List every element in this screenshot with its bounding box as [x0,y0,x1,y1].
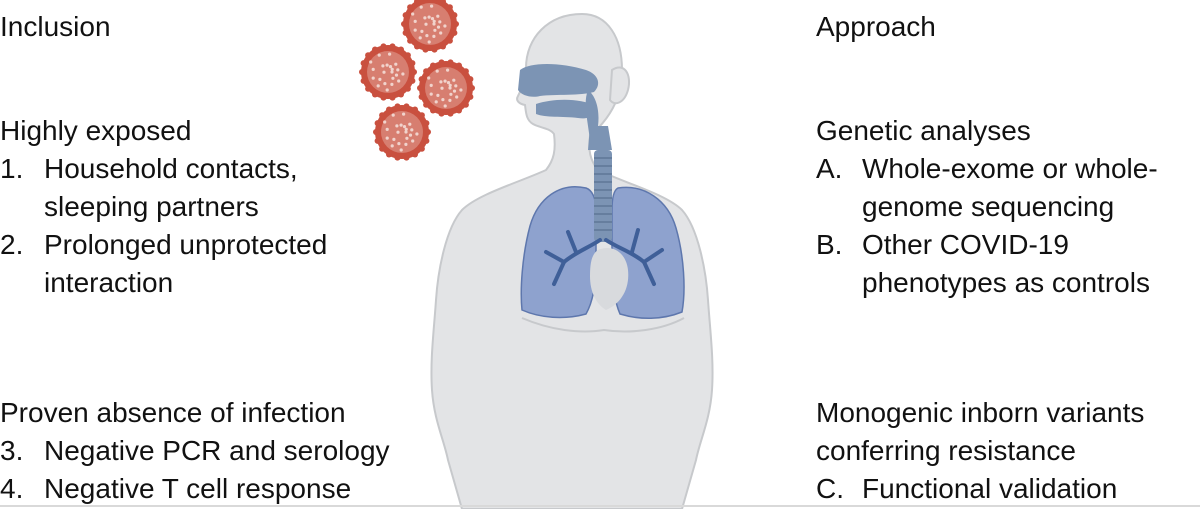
virus-icon [401,0,459,53]
item-4-marker: 4. [0,473,24,504]
item-c-text: Functional validation [862,473,1118,504]
diaphragm [521,317,685,333]
item-b-marker: B. [816,229,843,260]
virus-icon [417,59,475,117]
item-a-marker: A. [816,153,843,184]
item-2-line-2: interaction [44,267,174,298]
item-a-line-1: Whole-exome or whole- [862,153,1158,184]
item-b-line-2: phenotypes as controls [862,267,1150,298]
absence-of-infection-title: Proven absence of infection [0,397,346,428]
item-1-line-1: Household contacts, [44,153,298,184]
item-2-line-1: Prolonged unprotected [44,229,328,260]
highly-exposed-title: Highly exposed [0,115,192,146]
item-1-line-2: sleeping partners [44,191,259,222]
item-b-line-1: Other COVID-19 [862,229,1069,260]
virus-particles [359,0,475,161]
item-c-marker: C. [816,473,844,504]
monogenic-variants-line-2: conferring resistance [816,435,1076,466]
heart-region [590,248,629,310]
larynx [588,126,612,150]
mouth-cavity [536,99,597,119]
human-respiratory-illustration [359,0,714,509]
bottom-divider [0,505,1200,507]
ear [608,66,630,105]
item-a-line-2: genome sequencing [862,191,1115,222]
trachea-rings [594,157,612,231]
approach-heading: Approach [816,11,936,42]
item-4-text: Negative T cell response [44,473,352,504]
virus-icon [373,103,431,161]
trachea [594,150,612,242]
item-2-marker: 2. [0,229,24,260]
item-3-text: Negative PCR and serology [44,435,390,466]
nasal-cavity [518,64,599,97]
inclusion-heading: Inclusion [0,11,111,42]
genetic-analyses-title: Genetic analyses [816,115,1031,146]
item-1-marker: 1. [0,153,24,184]
item-3-marker: 3. [0,435,24,466]
virus-icon [359,43,417,101]
monogenic-variants-line-1: Monogenic inborn variants [816,397,1145,428]
bronchial-tree [544,228,664,286]
